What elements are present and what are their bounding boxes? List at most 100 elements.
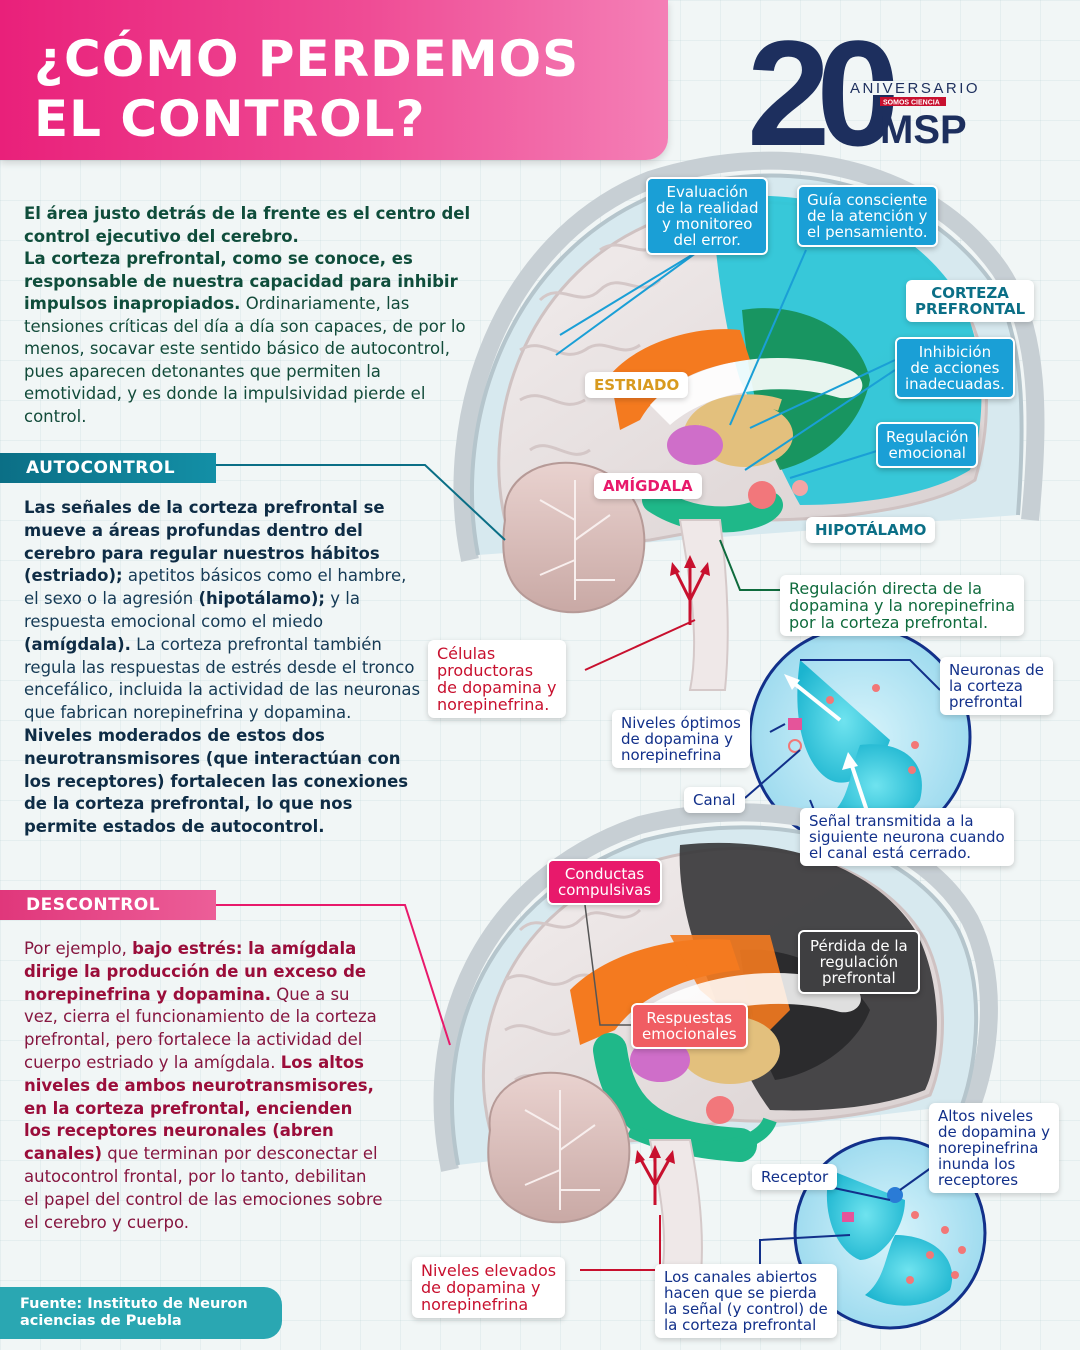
label-canales-abiertos-l1: Los canales abiertos [664, 1268, 818, 1286]
label-altos-niveles-l1: Altos niveles [938, 1107, 1034, 1125]
label-canales-abiertos: Los canales abiertos hacen que se pierda… [655, 1264, 837, 1338]
label-canales-abiertos-l3: la señal (y control) de [664, 1300, 828, 1318]
title-banner: ¿CÓMO PERDEMOS EL CONTROL? [0, 0, 668, 160]
label-regulacion-emocional: Regulación emocional [876, 422, 979, 468]
label-altos-niveles-l3: norepinefrina [938, 1139, 1039, 1157]
label-corteza-l1: CORTEZA [931, 284, 1009, 302]
autocontrol-text-1: Las señales de la corteza prefrontal se … [24, 498, 385, 586]
label-respuestas: Respuestas emocionales [631, 1003, 748, 1049]
descontrol-text-2: bajo estrés: la amígdala dirige la produ… [24, 939, 367, 1004]
label-perdida-l2: regulación [819, 953, 899, 971]
label-neuronas-l3: prefrontal [949, 693, 1023, 711]
label-neuronas-l1: Neuronas de [949, 661, 1045, 679]
label-senal-l1: Señal transmitida a la [809, 812, 974, 830]
label-evaluacion-l4: del error. [673, 231, 741, 249]
label-celulas-l1: Células [437, 644, 496, 663]
autocontrol-text-2: apetitos básicos como el hambre, el sexo… [24, 566, 407, 609]
label-perdida-l1: Pérdida de la [810, 937, 908, 955]
source-line2: aciencias de Puebla [20, 1313, 182, 1329]
label-celulas-l2: productoras [437, 661, 534, 680]
label-corteza-l2: PREFRONTAL [915, 300, 1026, 318]
descontrol-heading: DESCONTROL [0, 890, 216, 920]
label-hipotalamo: HIPOTÁLAMO [806, 517, 936, 543]
label-evaluacion-l1: Evaluación [666, 183, 748, 201]
label-regulacion-directa: Regulación directa de la dopamina y la n… [780, 575, 1025, 636]
autocontrol-heading: AUTOCONTROL [0, 453, 216, 483]
descontrol-paragraph: Por ejemplo, bajo estrés: la amígdala di… [24, 938, 384, 1234]
label-respuestas-l1: Respuestas [646, 1009, 733, 1027]
label-canales-abiertos-l4: la corteza prefrontal [664, 1316, 817, 1334]
label-senal-l2: siguiente neurona cuando [809, 828, 1005, 846]
label-neuronas: Neuronas de la corteza prefrontal [940, 657, 1054, 715]
label-conductas-l1: Conductas [564, 865, 645, 883]
label-inhibicion-l3: inadecuadas. [905, 375, 1005, 393]
autocontrol-text-3: (hipotálamo); [198, 589, 326, 609]
label-altos-niveles-l4: inunda los [938, 1155, 1016, 1173]
label-niveles-elevados-l2: de dopamina y [421, 1278, 541, 1297]
label-niveles-elevados-l3: norepinefrina [421, 1295, 529, 1314]
label-regulacion-directa-l2: dopamina y la norepinefrina [789, 596, 1016, 615]
label-evaluacion: Evaluación de la realidad y monitoreo de… [646, 177, 769, 255]
label-regulacion-l2: emocional [888, 444, 966, 462]
label-regulacion-l1: Regulación [886, 428, 969, 446]
label-receptor: Receptor [752, 1164, 838, 1190]
label-respuestas-l2: emocionales [642, 1025, 737, 1043]
label-conductas-l2: compulsivas [558, 881, 652, 899]
label-guia-l1: Guía consciente [807, 191, 928, 209]
label-niveles-optimos-l2: de dopamina y [621, 730, 734, 748]
svg-text:ANIVERSARIO: ANIVERSARIO [850, 80, 980, 97]
label-regulacion-directa-l3: por la corteza prefrontal. [789, 613, 989, 632]
intro-bold-2: La corteza prefrontal, como se conoce, e… [24, 249, 458, 313]
label-altos-niveles-l5: receptores [938, 1171, 1019, 1189]
label-senal-l3: el canal está cerrado. [809, 844, 972, 862]
label-altos-niveles-l2: de dopamina y [938, 1123, 1051, 1141]
label-celulas-l3: de dopamina y [437, 678, 557, 697]
label-niveles-optimos: Niveles óptimos de dopamina y norepinefr… [612, 710, 750, 768]
label-niveles-optimos-l3: norepinefrina [621, 746, 722, 764]
intro-bold-1: El área justo detrás de la frente es el … [24, 204, 471, 246]
descontrol-text-4: Los altos niveles de ambos neurotransmis… [24, 1052, 374, 1164]
label-inhibicion-l2: de acciones [910, 359, 1000, 377]
autocontrol-text-5: (amígdala). [24, 634, 131, 654]
label-senal: Señal transmitida a la siguiente neurona… [800, 808, 1014, 866]
page-title-line2: EL CONTROL? [34, 90, 426, 148]
label-guia-l3: el pensamiento. [807, 223, 928, 241]
label-altos-niveles: Altos niveles de dopamina y norepinefrin… [929, 1103, 1060, 1193]
label-canales-abiertos-l2: hacen que se pierda [664, 1284, 817, 1302]
source-credit: Fuente: Instituto de Neuron aciencias de… [0, 1287, 282, 1339]
label-evaluacion-l3: y monitoreo [662, 215, 753, 233]
descontrol-text-1: Por ejemplo, [24, 939, 133, 958]
intro-paragraph: El área justo detrás de la frente es el … [24, 203, 479, 428]
label-perdida-l3: prefrontal [822, 969, 896, 987]
label-niveles-elevados-l1: Niveles elevados [421, 1261, 557, 1280]
intro-rest: Ordinariamente, las tensiones críticas d… [24, 294, 466, 426]
label-conductas: Conductas compulsivas [547, 859, 663, 905]
label-inhibicion-l1: Inhibición [918, 343, 992, 361]
label-amigdala: AMÍGDALA [594, 473, 702, 499]
label-inhibicion: Inhibición de acciones inadecuadas. [895, 337, 1015, 399]
label-guia-l2: de la atención y [807, 207, 928, 225]
label-niveles-optimos-l1: Niveles óptimos [621, 714, 741, 732]
label-celulas: Células productoras de dopamina y norepi… [428, 640, 566, 718]
page-title-line1: ¿CÓMO PERDEMOS [34, 30, 580, 88]
label-perdida: Pérdida de la regulación prefrontal [798, 930, 920, 994]
autocontrol-text-4: y la respuesta emocional como el miedo [24, 589, 360, 631]
label-estriado: ESTRIADO [585, 372, 689, 398]
label-evaluacion-l2: de la realidad [656, 199, 759, 217]
descontrol-text-3: Que a su vez, cierra el funcionamiento d… [24, 984, 377, 1072]
label-neuronas-l2: la corteza [949, 677, 1023, 695]
label-celulas-l4: norepinefrina. [437, 695, 550, 714]
autocontrol-paragraph: Las señales de la corteza prefrontal se … [24, 497, 424, 839]
label-canal: Canal [684, 787, 745, 813]
autocontrol-text-7: Niveles moderados de estos dos neurotran… [24, 725, 409, 837]
label-niveles-elevados: Niveles elevados de dopamina y norepinef… [412, 1257, 566, 1318]
source-line1: Fuente: Instituto de Neuron [20, 1296, 248, 1312]
label-regulacion-directa-l1: Regulación directa de la [789, 579, 983, 598]
msp-20-aniversario-logo: 20 ANIVERSARIO SOMOS CIENCIA MSP [747, 15, 995, 155]
label-corteza-prefrontal: CORTEZA PREFRONTAL [906, 280, 1035, 322]
autocontrol-text-6: La corteza prefrontal también regula las… [24, 634, 421, 723]
descontrol-text-5: que terminan por desconectar el autocont… [24, 1144, 383, 1232]
svg-text:MSP: MSP [880, 108, 967, 152]
label-guia: Guía consciente de la atención y el pens… [797, 185, 938, 247]
svg-text:SOMOS CIENCIA: SOMOS CIENCIA [883, 100, 940, 107]
